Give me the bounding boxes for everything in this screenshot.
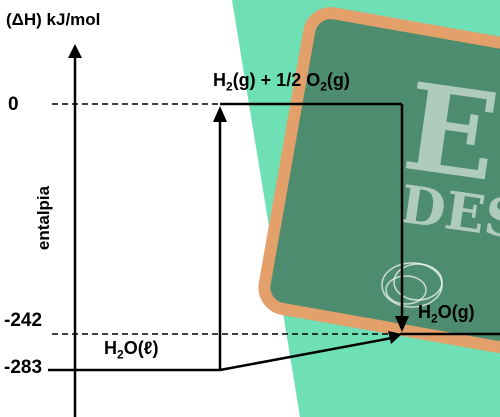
arrow-liquid-to-gas: [219, 336, 393, 372]
tick-0: 0: [8, 94, 19, 115]
tick-283: -283: [4, 357, 43, 378]
arrowhead-up: [213, 106, 227, 122]
axis-title: (ΔH) kJ/mol: [6, 10, 101, 29]
label-water-vapor: H2O(g): [418, 302, 475, 326]
chalkboard: [258, 7, 500, 353]
label-reagents: H2(g) + 1/2 O2(g): [213, 70, 350, 94]
y-axis-arrowhead: [68, 44, 82, 58]
arrowhead-down: [395, 316, 409, 332]
arrowhead-diagonal: [388, 331, 402, 344]
tick-242: -242: [4, 310, 43, 331]
y-axis-label: entalpia: [34, 185, 53, 251]
label-liquid-water: H2O(ℓ): [104, 338, 159, 362]
scribble-icon: [381, 262, 443, 308]
